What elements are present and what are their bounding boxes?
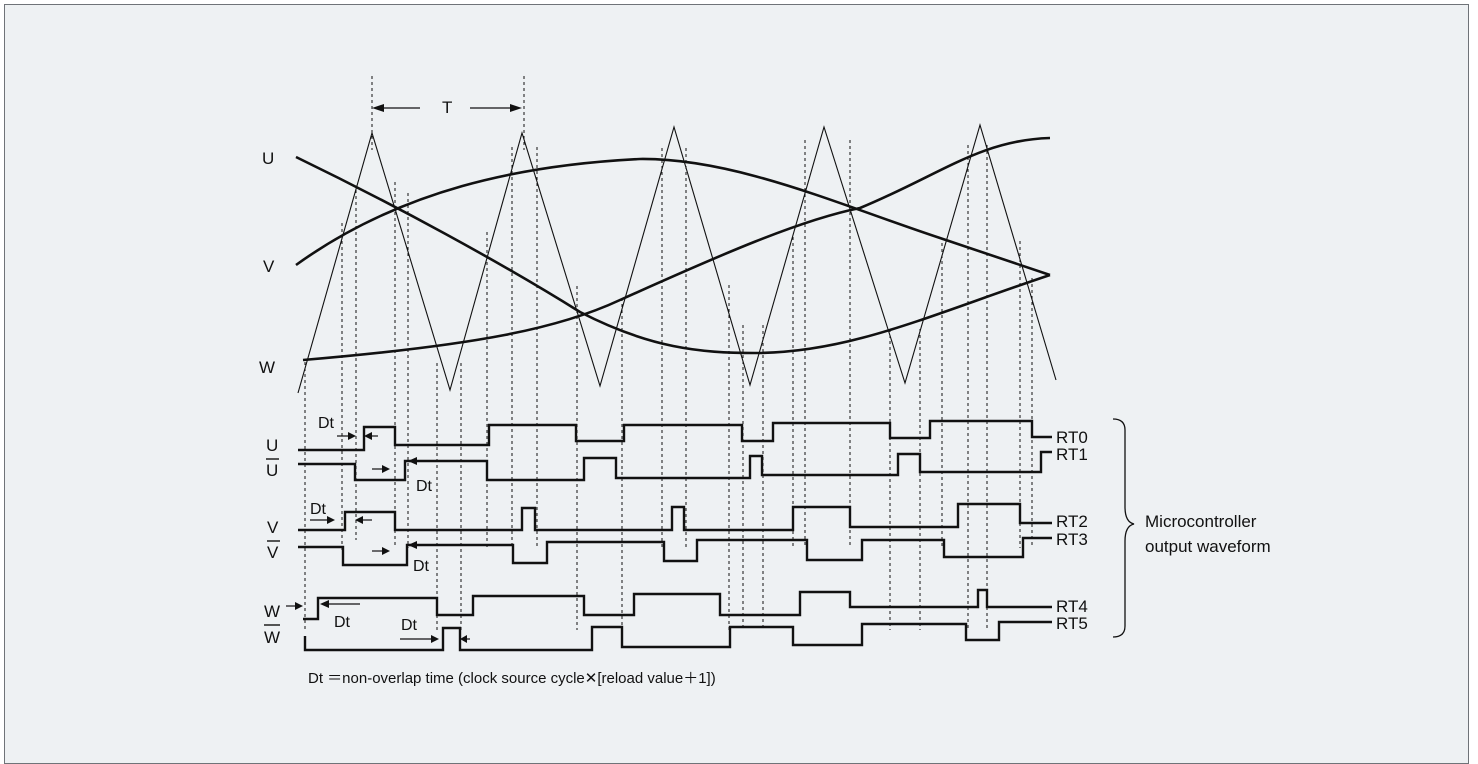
- dead-time-label: Dt: [310, 501, 327, 518]
- output-label-rt2: RT2: [1056, 512, 1088, 531]
- output-label-rt4: RT4: [1056, 597, 1088, 616]
- output-label-rt3: RT3: [1056, 530, 1088, 549]
- sine-u: [295, 155, 1051, 355]
- output-brace: [1112, 418, 1135, 638]
- row-label-w-bar: W: [264, 628, 280, 647]
- pwm-waveforms: [298, 419, 1052, 652]
- row-label-v: V: [267, 518, 279, 537]
- dead-time-label: Dt: [334, 614, 351, 631]
- triangle-carrier: [297, 123, 1057, 394]
- waveform-rt1: [298, 450, 1052, 482]
- row-label-v-bar: V: [267, 543, 279, 562]
- row-label-u-bar: U: [266, 461, 278, 480]
- dead-time-arrows: [286, 432, 470, 643]
- phase-label-v: V: [263, 257, 275, 276]
- brace-caption-line1: Microcontroller: [1145, 512, 1257, 531]
- output-label-rt0: RT0: [1056, 428, 1088, 447]
- dead-time-label: Dt: [401, 617, 418, 634]
- dead-time-label: Dt: [416, 478, 433, 495]
- guide-lines: [304, 76, 1033, 630]
- output-label-rt5: RT5: [1056, 614, 1088, 633]
- row-label-w: W: [264, 602, 280, 621]
- waveform-rt3: [298, 536, 1052, 567]
- row-label-u: U: [266, 436, 278, 455]
- diagram-panel: [4, 4, 1469, 764]
- dead-time-label: Dt: [413, 558, 430, 575]
- dead-time-label: Dt: [318, 415, 335, 432]
- sine-v: [295, 157, 1051, 277]
- phase-label-w: W: [259, 358, 275, 377]
- period-label: T: [442, 98, 452, 117]
- phase-label-u: U: [262, 149, 274, 168]
- brace-caption-line2: output waveform: [1145, 537, 1271, 556]
- footnote: Dt ＝non-overlap time (clock source cycle…: [308, 670, 716, 687]
- period-arrow: [372, 104, 522, 112]
- waveform-rt5: [303, 620, 1052, 652]
- waveform-rt2: [298, 502, 1052, 532]
- waveform-rt0: [298, 419, 1052, 452]
- output-label-rt1: RT1: [1056, 445, 1088, 464]
- sine-w: [302, 136, 1051, 362]
- waveform-rt4: [303, 588, 1052, 621]
